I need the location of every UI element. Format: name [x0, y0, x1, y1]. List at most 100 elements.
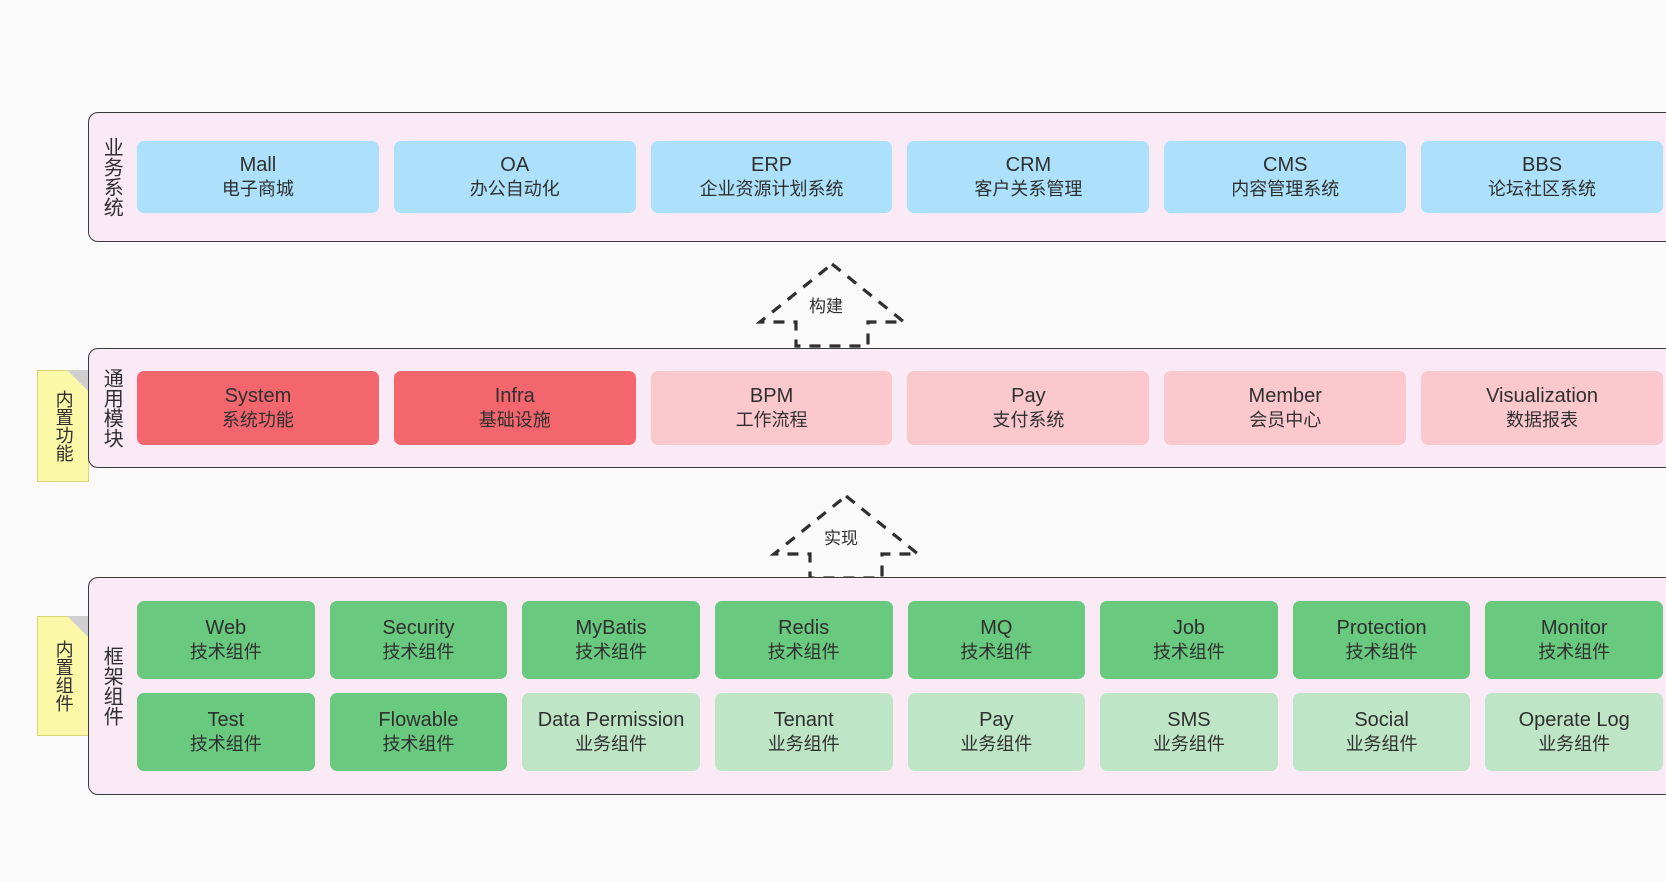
card-crm[interactable]: CRM 客户关系管理: [907, 141, 1150, 213]
card-member-subtitle: 会员中心: [1249, 410, 1322, 431]
card-web-subtitle: 技术组件: [189, 642, 262, 663]
card-security[interactable]: Security 技术组件: [329, 601, 508, 679]
layer-business-system: 业务系统 Mall 电子商城 OA 办公自动化 ERP 企业资源计划系统 CRM: [88, 112, 1666, 242]
card-monitor-subtitle: 技术组件: [1538, 642, 1611, 663]
card-crm-subtitle: 客户关系管理: [974, 179, 1083, 200]
card-oa[interactable]: OA 办公自动化: [393, 141, 636, 213]
card-flowable[interactable]: Flowable 技术组件: [329, 693, 508, 771]
card-pay-component[interactable]: Pay 业务组件: [907, 693, 1086, 771]
card-mall-title: Mall: [239, 153, 277, 176]
layer-framework-components: 框架组件 Web 技术组件 Security 技术组件 MyBatis 技术组件…: [88, 577, 1666, 795]
card-visualization-title: Visualization: [1486, 384, 1599, 407]
card-job[interactable]: Job 技术组件: [1100, 601, 1278, 679]
card-oa-subtitle: 办公自动化: [469, 179, 560, 200]
card-web-title: Web: [205, 616, 247, 639]
card-infra[interactable]: Infra 基础设施: [393, 371, 636, 445]
card-oa-title: OA: [500, 153, 530, 176]
card-erp[interactable]: ERP 企业资源计划系统: [650, 141, 893, 213]
card-bpm[interactable]: BPM 工作流程: [650, 371, 893, 445]
layer-common-modules: 通用模块 System 系统功能 Infra 基础设施 BPM 工作流程 Pay: [88, 348, 1666, 468]
card-system[interactable]: System 系统功能: [137, 371, 379, 445]
card-bbs-subtitle: 论坛社区系统: [1488, 179, 1597, 200]
card-web[interactable]: Web 技术组件: [137, 601, 315, 679]
layer-framework-components-title: 框架组件: [100, 646, 123, 726]
framework-tech-row: Web 技术组件 Security 技术组件 MyBatis 技术组件 Redi…: [137, 601, 1663, 679]
card-member-title: Member: [1248, 384, 1322, 407]
card-infra-title: Infra: [494, 384, 535, 407]
card-redis-subtitle: 技术组件: [767, 642, 840, 663]
card-pay-module-subtitle: 支付系统: [992, 410, 1065, 431]
card-test-subtitle: 技术组件: [189, 734, 262, 755]
card-test-title: Test: [207, 708, 245, 731]
card-member[interactable]: Member 会员中心: [1164, 371, 1407, 445]
card-tenant[interactable]: Tenant 业务组件: [714, 693, 893, 771]
card-erp-subtitle: 企业资源计划系统: [699, 179, 844, 200]
card-operate-log[interactable]: Operate Log 业务组件: [1485, 693, 1663, 771]
note-builtin-components: 内置组件: [37, 616, 89, 736]
card-mybatis-subtitle: 技术组件: [575, 642, 648, 663]
layer-framework-components-body: Web 技术组件 Security 技术组件 MyBatis 技术组件 Redi…: [133, 578, 1666, 794]
card-tenant-title: Tenant: [773, 708, 834, 731]
card-cms-title: CMS: [1263, 153, 1308, 176]
card-infra-subtitle: 基础设施: [478, 410, 551, 431]
card-cms[interactable]: CMS 内容管理系统: [1164, 141, 1407, 213]
card-pay-module-title: Pay: [1011, 384, 1046, 407]
card-mybatis-title: MyBatis: [575, 616, 647, 639]
card-mall-subtitle: 电子商城: [221, 179, 294, 200]
card-mq-title: MQ: [980, 616, 1013, 639]
card-data-permission-title: Data Permission: [537, 708, 685, 731]
arrow-implement-label: 实现: [824, 529, 858, 548]
card-monitor-title: Monitor: [1540, 616, 1608, 639]
card-mq[interactable]: MQ 技术组件: [907, 601, 1086, 679]
card-security-subtitle: 技术组件: [382, 642, 455, 663]
arrow-build-label: 构建: [809, 297, 843, 316]
card-pay-module[interactable]: Pay 支付系统: [907, 371, 1150, 445]
card-sms[interactable]: SMS 业务组件: [1100, 693, 1278, 771]
card-social-title: Social: [1354, 708, 1409, 731]
card-flowable-title: Flowable: [378, 708, 459, 731]
card-data-permission[interactable]: Data Permission 业务组件: [522, 693, 700, 771]
card-visualization[interactable]: Visualization 数据报表: [1421, 371, 1663, 445]
card-sms-subtitle: 业务组件: [1152, 734, 1225, 755]
common-modules-row: System 系统功能 Infra 基础设施 BPM 工作流程 Pay 支付系统…: [137, 371, 1663, 445]
card-monitor[interactable]: Monitor 技术组件: [1485, 601, 1663, 679]
card-crm-title: CRM: [1005, 153, 1052, 176]
card-protection[interactable]: Protection 技术组件: [1292, 601, 1471, 679]
card-bpm-title: BPM: [749, 384, 794, 407]
layer-business-system-title: 业务系统: [100, 137, 123, 217]
card-operate-log-title: Operate Log: [1518, 708, 1630, 731]
card-mall[interactable]: Mall 电子商城: [137, 141, 379, 213]
card-data-permission-subtitle: 业务组件: [575, 734, 648, 755]
card-test[interactable]: Test 技术组件: [137, 693, 315, 771]
card-protection-subtitle: 技术组件: [1345, 642, 1418, 663]
card-security-title: Security: [382, 616, 455, 639]
card-job-title: Job: [1172, 616, 1206, 639]
card-system-subtitle: 系统功能: [221, 410, 294, 431]
layer-common-modules-body: System 系统功能 Infra 基础设施 BPM 工作流程 Pay 支付系统…: [133, 349, 1666, 467]
card-bbs[interactable]: BBS 论坛社区系统: [1421, 141, 1663, 213]
layer-business-system-body: Mall 电子商城 OA 办公自动化 ERP 企业资源计划系统 CRM 客户关系…: [133, 113, 1666, 241]
card-pay-component-title: Pay: [979, 708, 1014, 731]
card-social-subtitle: 业务组件: [1345, 734, 1418, 755]
card-bbs-title: BBS: [1522, 153, 1563, 176]
card-bpm-subtitle: 工作流程: [735, 410, 808, 431]
card-redis[interactable]: Redis 技术组件: [714, 601, 893, 679]
card-system-title: System: [224, 384, 292, 407]
card-social[interactable]: Social 业务组件: [1292, 693, 1471, 771]
note-builtin-functions-label: 内置功能: [53, 390, 74, 462]
note-builtin-components-label: 内置组件: [53, 640, 74, 712]
card-sms-title: SMS: [1167, 708, 1211, 731]
card-mq-subtitle: 技术组件: [960, 642, 1033, 663]
card-erp-title: ERP: [751, 153, 793, 176]
card-cms-subtitle: 内容管理系统: [1231, 179, 1340, 200]
card-operate-log-subtitle: 业务组件: [1538, 734, 1611, 755]
card-pay-component-subtitle: 业务组件: [960, 734, 1033, 755]
note-builtin-functions: 内置功能: [37, 370, 89, 482]
layer-common-modules-title: 通用模块: [100, 368, 123, 448]
card-mybatis[interactable]: MyBatis 技术组件: [522, 601, 700, 679]
card-protection-title: Protection: [1336, 616, 1427, 639]
card-visualization-subtitle: 数据报表: [1506, 410, 1579, 431]
business-system-row: Mall 电子商城 OA 办公自动化 ERP 企业资源计划系统 CRM 客户关系…: [137, 141, 1663, 213]
framework-business-row: Test 技术组件 Flowable 技术组件 Data Permission …: [137, 693, 1663, 771]
